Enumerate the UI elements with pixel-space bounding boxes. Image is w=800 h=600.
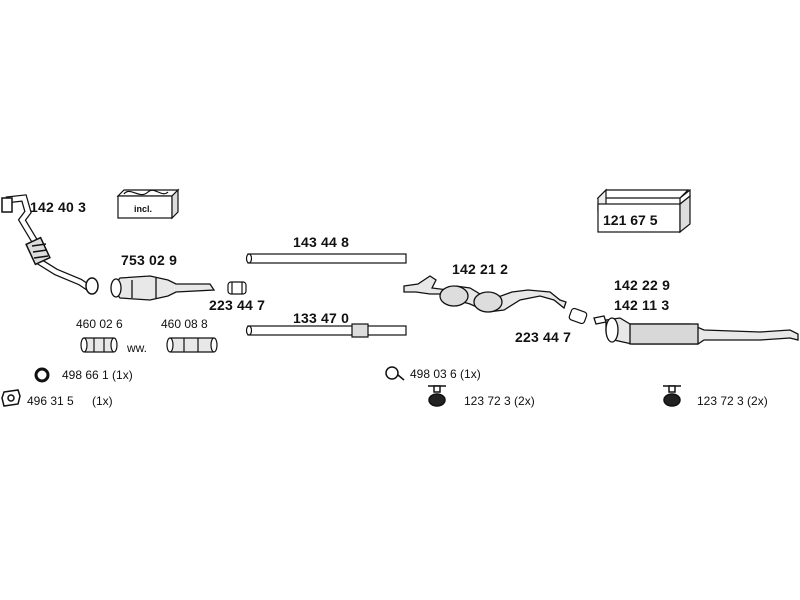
part-number-repair-sleeve-a: 460 02 6 [76,317,123,331]
included-box-icon [116,188,180,220]
part-number-repair-sleeve-b: 460 08 8 [161,317,208,331]
part-number-ring-middle: 498 03 6 (1x) [410,367,481,381]
ring-left-icon [34,367,50,383]
hanger-right-icon [663,385,681,407]
part-number-middle-silencer: 142 21 2 [452,261,509,277]
part-number-pipe-lower: 133 47 0 [293,310,350,326]
part-number-front-pipe: 142 40 3 [30,199,87,215]
middle-silencer-drawing [403,275,567,313]
gasket-left-icon [1,389,21,407]
hanger-middle-icon [428,385,446,407]
part-number-pipe-upper: 143 44 8 [293,234,350,250]
part-number-gasket-left: 496 31 5 [27,394,74,408]
rear-silencer-drawing [593,315,799,345]
catalyst-drawing [110,275,216,301]
part-number-rear-silencer-b: 142 11 3 [614,297,670,313]
part-number-rear-silencer-a: 142 22 9 [614,277,671,293]
repair-sleeve-a-drawing [80,337,118,353]
included-box-label: incl. [134,204,153,214]
front-pipe-drawing [1,194,99,295]
part-number-hanger-middle: 123 72 3 (2x) [464,394,535,408]
pipe-upper-drawing [245,253,407,264]
pipe-lower-drawing [245,323,407,338]
part-number-clamp-left: 223 44 7 [209,297,266,313]
clamp-right-drawing [568,307,588,325]
quantity-gasket-left: (1x) [92,394,113,408]
part-number-ring-left: 498 66 1 (1x) [62,368,133,382]
clamp-left-drawing [227,281,247,295]
ring-middle-icon [385,366,405,381]
part-number-catalyst: 753 02 9 [121,252,178,268]
mounting-kit-box-icon [596,188,691,234]
repair-sleeve-b-drawing [166,337,218,353]
ww-text: ww. [127,341,148,355]
part-number-mounting-kit: 121 67 5 [603,212,658,228]
part-number-clamp-right: 223 44 7 [515,329,572,345]
part-number-hanger-right: 123 72 3 (2x) [697,394,768,408]
